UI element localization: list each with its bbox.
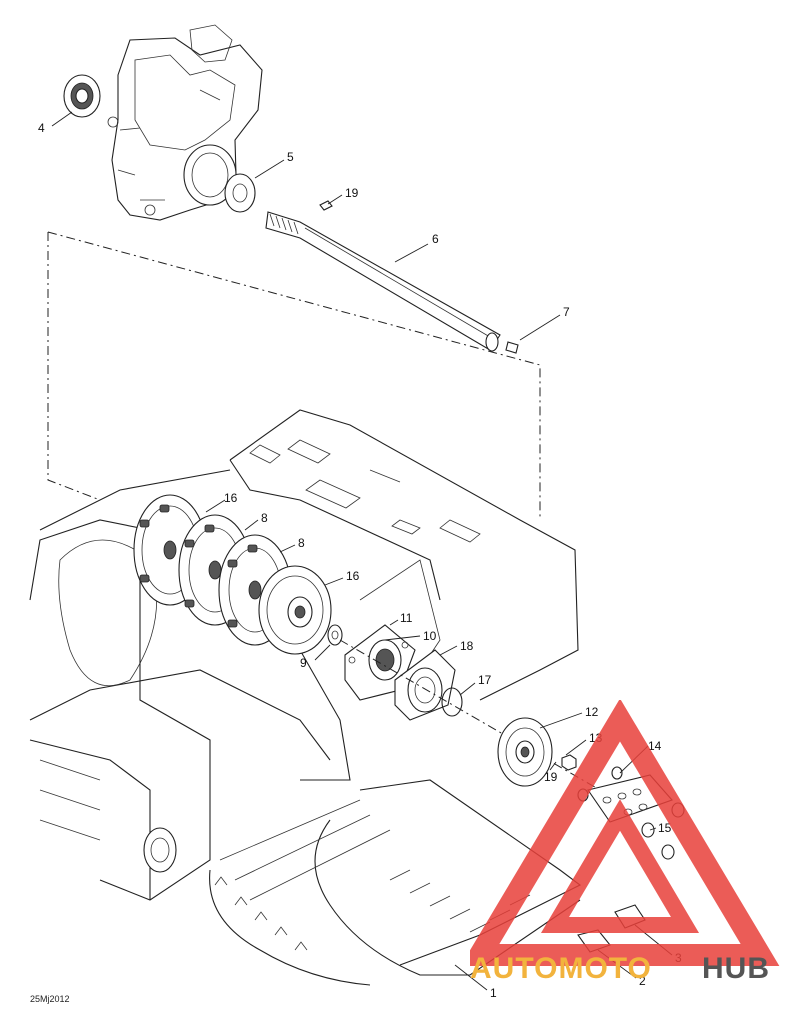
watermark-text-hub: HUB bbox=[702, 952, 770, 985]
callout-8-b: 8 bbox=[298, 536, 305, 550]
callout-2: 2 bbox=[639, 974, 646, 988]
callout-16-b: 16 bbox=[346, 569, 360, 583]
ring-17 bbox=[441, 687, 463, 717]
callout-16-a: 16 bbox=[224, 491, 238, 505]
callout-12: 12 bbox=[585, 705, 599, 719]
callout-10: 10 bbox=[423, 629, 437, 643]
callout-8-a: 8 bbox=[261, 511, 268, 525]
callout-5: 5 bbox=[287, 150, 294, 164]
spacer-9 bbox=[327, 624, 343, 646]
track-1 bbox=[209, 779, 582, 986]
drive-shaft-6 bbox=[265, 211, 501, 352]
callout-1: 1 bbox=[490, 986, 497, 1000]
automotohub-watermark: AUTOMOTO HUB bbox=[460, 698, 790, 990]
callout-15: 15 bbox=[658, 821, 672, 835]
watermark-text-automoto: AUTOMOTO bbox=[470, 952, 652, 985]
bearing-18 bbox=[394, 649, 456, 721]
callout-7: 7 bbox=[563, 305, 570, 319]
callout-18: 18 bbox=[460, 639, 474, 653]
washer-5 bbox=[224, 173, 256, 213]
callout-14: 14 bbox=[648, 739, 662, 753]
diagram-reference-code: 25Mj2012 bbox=[30, 994, 70, 1004]
axis-line bbox=[339, 639, 601, 791]
callout-4: 4 bbox=[38, 121, 45, 135]
wheel-12 bbox=[497, 717, 553, 787]
alignment-line bbox=[47, 231, 541, 520]
callout-6: 6 bbox=[432, 232, 439, 246]
callout-17: 17 bbox=[478, 673, 492, 687]
sprocket-16-front bbox=[258, 565, 332, 655]
callout-19-a: 19 bbox=[345, 186, 359, 200]
bearing-4 bbox=[63, 74, 101, 118]
callout-19-b: 19 bbox=[544, 770, 558, 784]
sprocket-teeth bbox=[139, 504, 258, 628]
watermark-triangle-icon bbox=[460, 698, 780, 966]
screw-7 bbox=[505, 341, 519, 354]
callout-11: 11 bbox=[400, 611, 413, 625]
callout-9: 9 bbox=[300, 656, 307, 670]
chassis-frame bbox=[29, 409, 579, 901]
nut-13 bbox=[561, 754, 577, 771]
